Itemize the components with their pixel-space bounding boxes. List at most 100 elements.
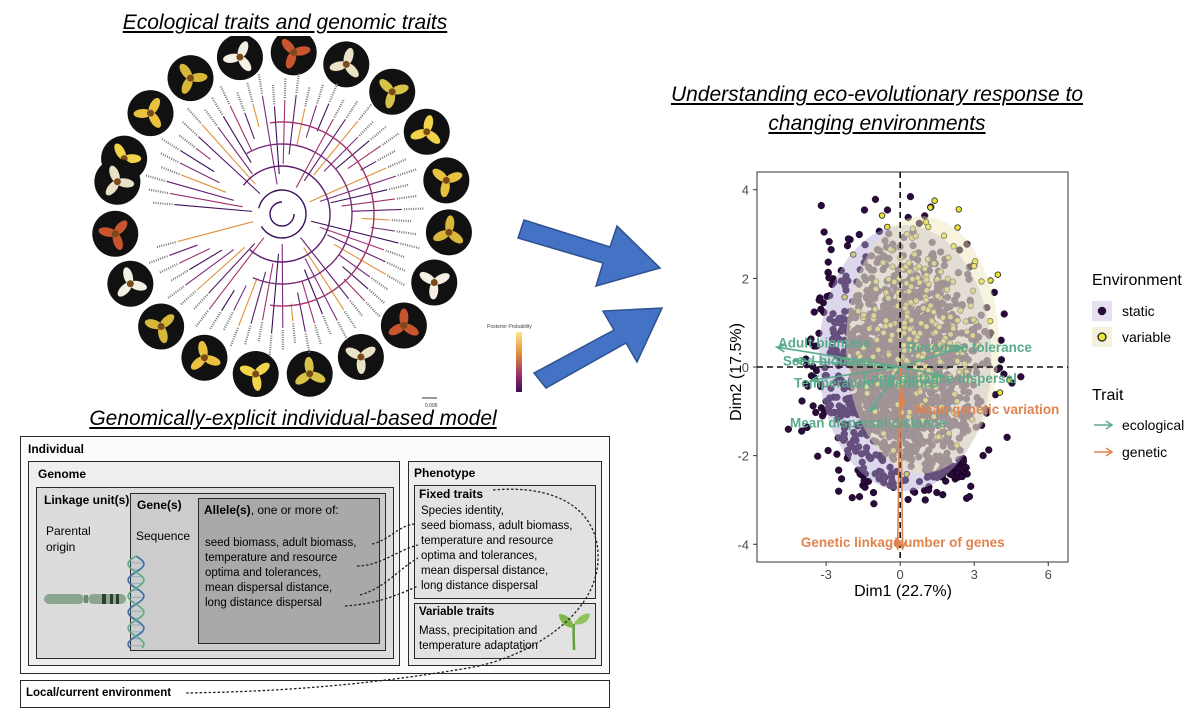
orchid-photo	[380, 302, 427, 349]
allele-line-4: mean dispersal distance,	[205, 582, 333, 594]
fixed-line-5: mean dispersal distance,	[421, 565, 549, 577]
orchid-photo	[423, 157, 470, 204]
orchid-photo	[181, 334, 228, 381]
chart-axes	[756, 171, 1069, 563]
ellipse-static	[818, 225, 992, 492]
allele-line-3: optima and tolerances,	[205, 567, 322, 579]
variable-line-2: temperature adaptation	[419, 640, 538, 652]
legend-item-variable: variable	[1122, 329, 1171, 345]
chromosome-icon	[44, 594, 126, 604]
legend-swatch-variable	[1092, 327, 1112, 347]
legend-title-posterior: Posterior Probability	[487, 324, 532, 330]
phylogenetic-tree	[145, 72, 424, 356]
orchid-photo	[369, 68, 416, 115]
sequence-label: Sequence	[136, 529, 191, 543]
vector-number-of-genes	[899, 366, 904, 549]
orchid-photo	[403, 108, 450, 155]
vector-label: Mean dispersal distance	[790, 415, 947, 430]
seedling-icon	[559, 613, 590, 651]
orchid-photo	[337, 334, 384, 381]
allele-line-5: long distance dispersal	[205, 597, 322, 609]
gene-label: Gene(s)	[137, 498, 182, 512]
vector-label: Genetic linkage	[801, 535, 901, 550]
ecological-traits-title: Ecological traits and genomic traits	[122, 11, 448, 34]
orchid-photo	[323, 41, 370, 88]
ellipse-variable	[845, 216, 999, 474]
orchid-photo	[167, 55, 214, 102]
x-tick-label: 0	[897, 567, 904, 582]
x-tick-label: -3	[820, 567, 832, 582]
scale-bar-label: 0.006	[425, 403, 438, 409]
fixed-line-6: long distance dispersal	[421, 580, 538, 592]
legend-item-ecological: ecological	[1122, 417, 1184, 433]
vector-genetic-linkage	[896, 366, 901, 549]
legend-item-genetic: genetic	[1122, 444, 1167, 460]
vector-label: Long distance dispersal	[862, 371, 1017, 386]
parental-origin-line-2: origin	[46, 540, 76, 554]
parental-origin-line-1: Parental	[46, 524, 91, 538]
vector-temperature-tolerance	[811, 366, 901, 382]
legend-swatch-static	[1092, 301, 1112, 321]
vector-label: Resource tolerance	[907, 340, 1033, 355]
vector-mean-dispersal-distance	[869, 366, 901, 412]
vector-resource-tolerance	[899, 346, 963, 368]
variable-line-1: Mass, precipitation and	[419, 625, 538, 637]
confidence-ellipses	[818, 216, 999, 492]
allele-line-2: temperature and resource	[205, 552, 338, 564]
vector-seed-biomass	[793, 359, 901, 368]
orchid-photo	[107, 260, 154, 307]
orchid-photo	[286, 350, 333, 397]
allele-suffix: , one or more of:	[250, 503, 339, 517]
variable-traits-label: Variable traits	[419, 606, 495, 618]
legend-environment-title: Environment	[1092, 272, 1182, 289]
vector-label: Temperature tolerance	[794, 376, 939, 391]
vector-label: Mean genetic variation	[914, 402, 1060, 417]
x-tick-label: 6	[1045, 567, 1052, 582]
allele-line-1: seed biomass, adult biomass,	[205, 537, 357, 549]
x-tick-label: 3	[971, 567, 978, 582]
posterior-colorbar	[516, 332, 522, 392]
trait-vectors	[774, 344, 964, 551]
genome-label: Genome	[38, 467, 87, 481]
vector-label: Number of genes	[894, 535, 1004, 550]
orchid-photo	[92, 210, 139, 257]
orchid-photo	[94, 158, 141, 205]
allele-label: Allele(s)	[204, 503, 251, 517]
fixed-line-4: optima and tolerances,	[421, 550, 538, 562]
fixed-traits-label: Fixed traits	[419, 487, 484, 501]
fixed-line-1: Species identity,	[421, 505, 504, 517]
orchid-photo	[232, 351, 279, 398]
orchid-photo	[127, 90, 174, 137]
vector-adult-biomass	[776, 346, 901, 368]
vector-mean-genetic-variation	[899, 366, 904, 407]
vector-long-distance-dispersal	[899, 366, 943, 377]
orchid-photo	[216, 36, 263, 81]
vector-label: Adult biomass	[778, 336, 871, 351]
orchid-photo	[138, 303, 185, 350]
allele-heading: Allele(s), one or more of:	[204, 503, 339, 518]
legend-item-static: static	[1122, 303, 1155, 319]
fixed-line-3: temperature and resource	[421, 535, 554, 547]
linkage-unit-label: Linkage unit(s)	[44, 493, 130, 507]
orchid-photo	[425, 209, 472, 256]
ibm-title: Genomically-explicit individual-based mo…	[89, 407, 497, 430]
understanding-title: Understanding eco-evolutionary response …	[670, 83, 1084, 135]
x-axis-label: Dim1 (22.7%)	[854, 583, 952, 600]
scatter-points	[784, 193, 1025, 508]
legend-trait-title: Trait	[1092, 387, 1124, 404]
individual-label: Individual	[28, 442, 85, 456]
environment-label: Local/current environment	[26, 687, 172, 699]
genome-icons	[44, 555, 145, 649]
plot-panel	[756, 171, 1069, 563]
y-tick-label: 4	[742, 183, 749, 198]
y-tick-label: -2	[737, 449, 749, 464]
fixed-line-2: seed biomass, adult biomass,	[421, 520, 573, 532]
y-tick-label: 2	[742, 271, 749, 286]
orchid-photo	[411, 259, 458, 306]
y-tick-label: 0	[742, 360, 749, 375]
vector-label: Seed biomass	[783, 353, 874, 368]
tick-labels: -3 0 3 6 -4 -2 0 2 4	[737, 183, 1051, 582]
y-tick-label: -4	[737, 537, 749, 552]
